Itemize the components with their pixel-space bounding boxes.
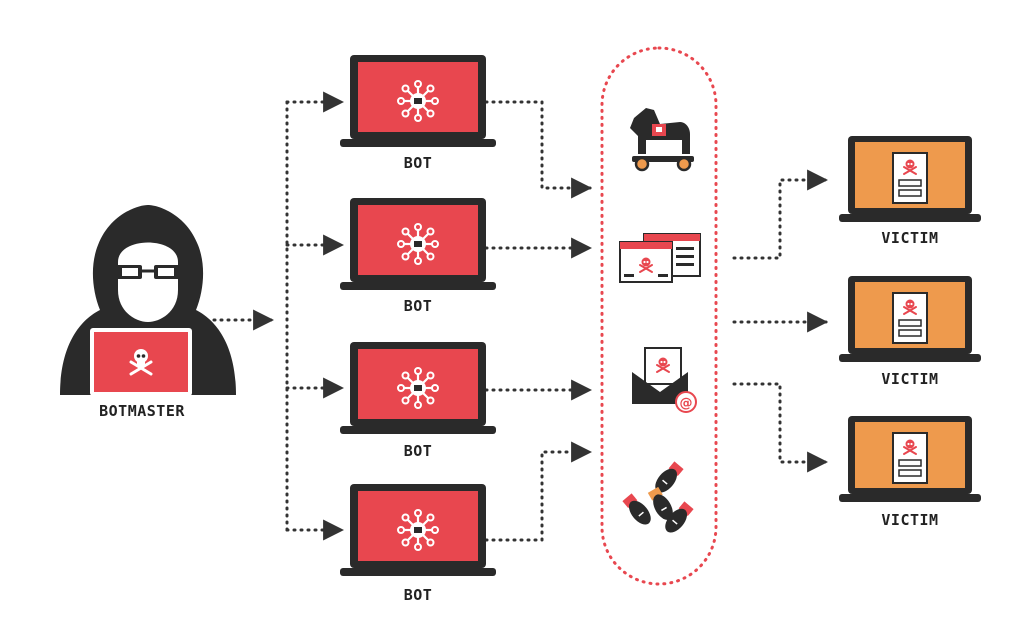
victim-label: VICTIM xyxy=(881,229,938,247)
bot-label: BOT xyxy=(404,442,433,460)
botmaster-label: BOTMASTER xyxy=(99,402,185,420)
victim-label: VICTIM xyxy=(881,511,938,529)
victim-laptop-icon xyxy=(839,136,981,222)
botmaster-hacker-icon xyxy=(60,205,236,396)
phishing-email-icon: @ xyxy=(632,347,697,413)
bot-laptop-icon xyxy=(340,342,496,434)
bot-label: BOT xyxy=(404,297,433,315)
bot-laptop-icon xyxy=(340,198,496,290)
infected-webpage-icon xyxy=(619,233,701,283)
trojan-horse-icon xyxy=(630,108,694,172)
victim-laptop-icon xyxy=(839,276,981,362)
bot-label: BOT xyxy=(404,154,433,172)
svg-text:@: @ xyxy=(680,396,693,411)
bot-laptop-icon xyxy=(340,55,496,147)
bot-label: BOT xyxy=(404,586,433,604)
malware-bombs-icon xyxy=(622,461,694,533)
command-connectors xyxy=(212,91,829,542)
bot-laptop-icon xyxy=(340,484,496,576)
victim-laptop-icon xyxy=(839,416,981,502)
victim-label: VICTIM xyxy=(881,370,938,388)
attack-methods-group xyxy=(600,46,718,586)
